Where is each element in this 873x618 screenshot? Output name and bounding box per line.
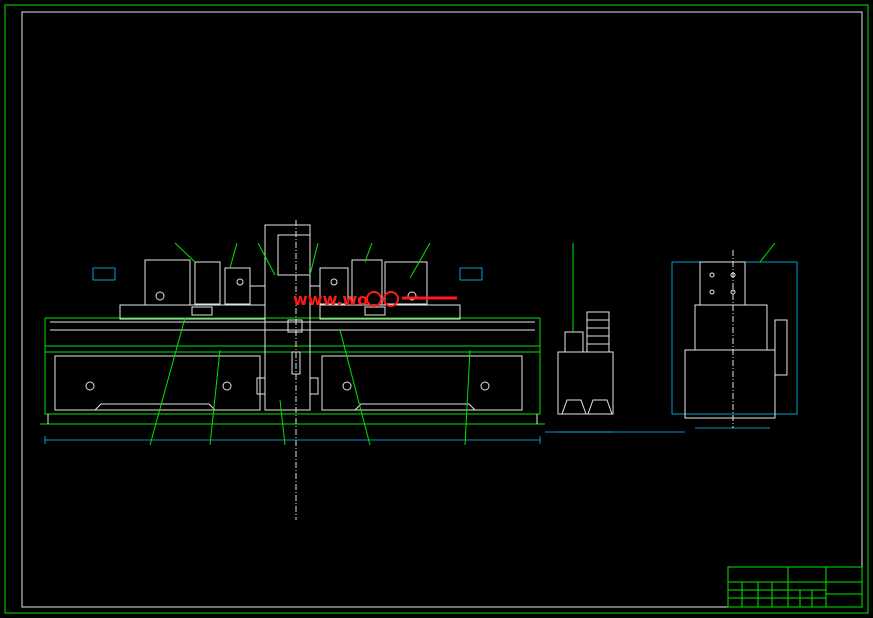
right-cabinet-hole-2: [480, 381, 490, 391]
left-head-knob: [236, 278, 244, 286]
watermark-text: www.wo: [293, 290, 368, 309]
leader-4: [309, 242, 319, 276]
leader-6: [409, 242, 431, 279]
right-cabinet-foot: [354, 403, 476, 411]
title-block: [727, 566, 863, 608]
side-upper-body: [694, 304, 768, 351]
side-envelope: [671, 261, 798, 415]
left-table-label-box: [191, 306, 213, 316]
pump-unit: [564, 331, 584, 353]
leader-11: [464, 349, 471, 446]
left-cabinet-foot: [94, 403, 216, 411]
left-spindle-head: [224, 267, 251, 305]
left-motor-pulley: [155, 291, 165, 301]
right-gearbox: [351, 259, 383, 306]
right-cabinet-panel: [321, 355, 523, 411]
side-control-panel: [774, 319, 788, 376]
leader-9: [279, 399, 286, 446]
right-motor: [384, 261, 428, 305]
right-motor-pulley: [407, 291, 417, 301]
hydraulic-station-view: [545, 243, 685, 433]
side-head: [699, 261, 746, 306]
left-cabinet-hole-2: [222, 381, 232, 391]
front-view-dimensions: [44, 267, 541, 444]
side-leader: [759, 242, 776, 263]
front-view: [40, 220, 545, 520]
tank-foot-left: [561, 399, 587, 415]
right-head-knob: [330, 278, 338, 286]
left-cabinet-hole-1: [85, 381, 95, 391]
left-dim-box: [92, 267, 116, 281]
left-gearbox: [194, 261, 221, 305]
column-head: [277, 234, 311, 276]
side-head-bolt-1: [709, 272, 715, 278]
leader-3: [257, 242, 276, 276]
front-view-leaders: [149, 242, 471, 446]
side-lower-body: [684, 349, 776, 419]
watermark-ring-1: [366, 291, 382, 307]
outer-border: [4, 4, 869, 614]
inner-border: [21, 11, 863, 608]
tank-body: [557, 351, 614, 415]
left-slide-table: [119, 304, 266, 320]
tank-foot-right: [587, 399, 613, 415]
side-head-bolt-3: [709, 289, 715, 295]
leader-2: [229, 242, 238, 269]
leader-5: [364, 242, 373, 263]
watermark-ring-2: [383, 291, 399, 307]
column-clamp: [287, 319, 303, 333]
leader-7: [149, 317, 186, 446]
leader-10: [339, 329, 371, 446]
left-cabinet-panel: [54, 355, 261, 411]
column-right-bracket: [309, 377, 319, 395]
column-left-bracket: [256, 377, 266, 395]
right-table-label-box: [364, 306, 386, 316]
leader-8: [209, 349, 221, 446]
title-block-frame: [727, 566, 863, 608]
right-dim-box: [459, 267, 483, 281]
left-motor: [144, 259, 191, 306]
valve-stack: [586, 311, 610, 353]
drawing-frame: [4, 4, 869, 614]
right-cabinet-hole-1: [342, 381, 352, 391]
leader-1: [174, 242, 196, 263]
side-view: [671, 242, 798, 429]
